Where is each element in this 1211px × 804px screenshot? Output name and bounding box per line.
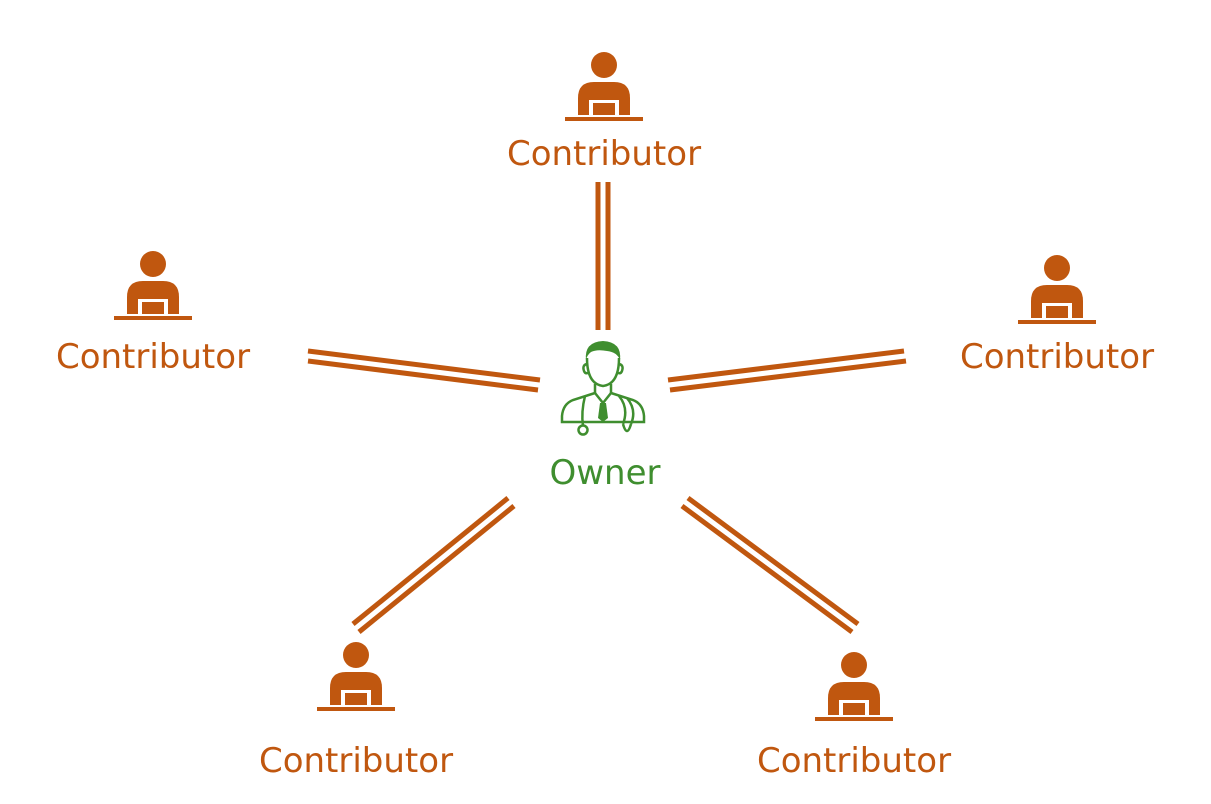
connector-bottom-right-line-b [680,503,854,635]
connector-bottom-left-line-b [357,504,516,634]
person-at-laptop-icon [815,652,893,721]
contributor-label: Contributor [507,134,701,174]
person-at-laptop-icon [114,251,192,320]
contributor-node-bottom-left: Contributor [259,642,453,781]
connectors [307,182,907,635]
person-at-laptop-icon [317,642,395,711]
connector-right [667,348,907,393]
owner-node: Owner [549,341,661,493]
contributor-node-left: Contributor [56,251,250,377]
connector-right-line-a [667,348,905,383]
connector-bottom-right-line-a [686,495,860,627]
connector-bottom-left [351,496,516,634]
contributor-label: Contributor [259,741,453,781]
contributor-node-bottom-right: Contributor [757,652,951,781]
connector-left-line-a [307,348,541,383]
owner-label: Owner [549,453,660,493]
contributor-label: Contributor [56,337,250,377]
person-at-laptop-icon [565,52,643,121]
connector-left [307,348,541,393]
contributor-label: Contributor [960,337,1154,377]
contributor-node-right: Contributor [960,255,1154,377]
connector-bottom-left-line-a [351,496,510,626]
connector-right-line-b [669,358,907,393]
contributor-node-top: Contributor [507,52,701,174]
contributor-label: Contributor [757,741,951,781]
doctor-icon [560,341,646,436]
connector-top [595,182,611,330]
connector-bottom-right [680,495,860,635]
connector-left-line-b [307,358,539,393]
person-at-laptop-icon [1018,255,1096,324]
